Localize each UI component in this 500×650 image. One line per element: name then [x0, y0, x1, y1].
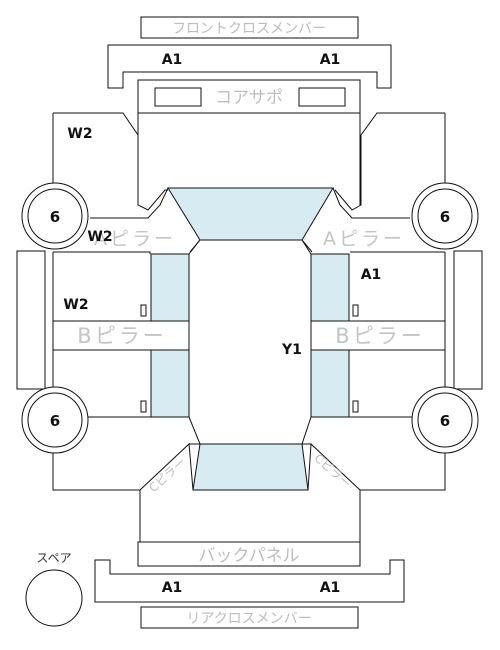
trunk-floor-outline[interactable]	[139, 490, 361, 543]
core-support-label: コアサポ	[215, 88, 283, 108]
core-support-right-slot	[298, 87, 346, 107]
front-cross-member-box[interactable]	[140, 16, 359, 39]
left-rocker-code: W2	[63, 297, 88, 313]
rear-window-glass[interactable]	[192, 443, 309, 491]
windshield-glass[interactable]	[167, 187, 334, 241]
right-a-pillar-label: Aピラー	[323, 228, 405, 250]
right-rocker-panel[interactable]	[453, 250, 483, 390]
right-rear-door-mark	[352, 400, 359, 413]
core-support-left-slot	[154, 87, 202, 107]
right-body-outline[interactable]	[360, 252, 446, 491]
left-a-pillar-label: Aピラー	[94, 228, 176, 250]
front-bumper-outline[interactable]	[107, 44, 392, 89]
right-c-pillar-outline[interactable]	[302, 442, 361, 491]
right-pillar-code: A1	[361, 267, 382, 283]
left-a-pillar-code: W2	[87, 229, 112, 245]
right-c-pillar-label: Cピラー	[311, 451, 353, 491]
rear-code-left: A1	[162, 580, 183, 596]
right-front-door-mark	[352, 304, 359, 317]
wheel-rear-right-value: 6	[440, 412, 450, 430]
left-apron-code: W2	[67, 126, 92, 142]
front-code-left: A1	[162, 52, 183, 68]
back-panel-label: バックパネル	[198, 546, 299, 566]
wheel-rear-left-value: 6	[50, 412, 60, 430]
wheel-front-left[interactable]: 6	[21, 182, 89, 250]
spare-tire-circle[interactable]	[25, 569, 83, 627]
wheel-front-right[interactable]: 6	[411, 182, 479, 250]
right-apron-outline[interactable]	[334, 112, 445, 211]
front-code-right: A1	[320, 52, 341, 68]
back-panel-box[interactable]	[137, 541, 361, 567]
right-b-pillar-label: Bピラー	[335, 324, 424, 348]
left-b-pillar-box[interactable]	[52, 320, 190, 351]
rear-bumper-outline[interactable]	[94, 559, 405, 603]
wheel-front-left-value: 6	[50, 208, 60, 226]
left-c-pillar-outline[interactable]	[139, 442, 200, 491]
rear-cross-member-label: リアクロスメンバー	[186, 611, 311, 627]
left-body-outline[interactable]	[52, 252, 140, 491]
left-b-pillar-label: Bピラー	[77, 324, 166, 348]
front-cross-member-label: フロントクロスメンバー	[172, 21, 326, 37]
left-rocker-panel[interactable]	[16, 250, 46, 390]
rear-code-right: A1	[320, 580, 341, 596]
spare-label: スペア	[36, 551, 71, 565]
wheel-front-right-value: 6	[440, 208, 450, 226]
left-apron-outline[interactable]	[53, 112, 168, 211]
left-rear-door-mark	[140, 400, 147, 413]
right-b-pillar-box[interactable]	[310, 320, 446, 351]
wheel-rear-right[interactable]: 6	[411, 386, 479, 454]
left-front-door-mark	[140, 304, 147, 317]
left-c-pillar-label: Cピラー	[146, 455, 188, 495]
wheel-rear-left[interactable]: 6	[21, 386, 89, 454]
rear-cross-member-box[interactable]	[140, 606, 359, 629]
roof-code: Y1	[281, 342, 302, 358]
